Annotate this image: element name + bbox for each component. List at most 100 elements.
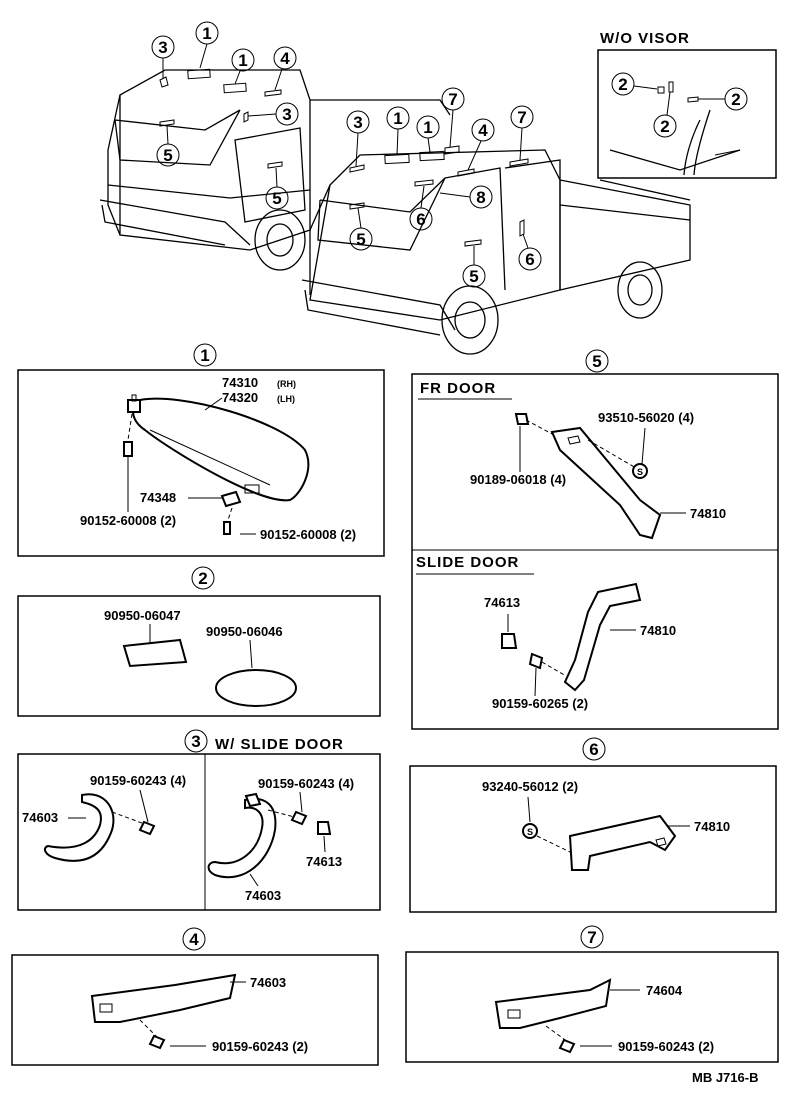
svg-text:6: 6 [525, 250, 534, 269]
svg-text:4: 4 [478, 121, 488, 140]
section-1-sun-visor: 1 74310 (RH) 74320 (LH) 74348 90152-6000… [17, 343, 385, 557]
svg-text:5: 5 [163, 146, 172, 165]
svg-text:90189-06018 (4): 90189-06018 (4) [470, 472, 566, 487]
callout-circle: 1 [231, 48, 255, 85]
section-5-door-grip: 5 FR DOOR S 93510-56020 (4) 90189-06018 … [411, 349, 779, 730]
grip-left [43, 793, 156, 862]
svg-text:8: 8 [476, 188, 485, 207]
callout-circle: 3 [247, 102, 299, 126]
label-plate-a [122, 638, 188, 668]
section-number: 6 [589, 740, 598, 759]
section-number: 4 [189, 930, 199, 949]
svg-text:90159-60243 (2): 90159-60243 (2) [618, 1039, 714, 1054]
svg-text:3: 3 [158, 38, 167, 57]
section-6-assist-grip: 6 93240-56012 (2) S 74810 [409, 737, 777, 913]
section-2-labels: 2 90950-06047 90950-06046 [17, 566, 381, 717]
svg-text:2: 2 [731, 90, 740, 109]
svg-text:S: S [637, 467, 643, 477]
grip-part [494, 978, 612, 1054]
callout-circle: 4 [467, 118, 495, 171]
callout-circle: 3 [151, 35, 175, 78]
callout-circle: 2 [611, 72, 658, 96]
grip-part [90, 973, 237, 1050]
svg-text:90950-06046: 90950-06046 [206, 624, 283, 639]
section-3-assist-grip: 3 W/ SLIDE DOOR 90159-60243 (4) 74603 90… [17, 729, 381, 911]
svg-text:3: 3 [353, 113, 362, 132]
svg-text:1: 1 [238, 51, 247, 70]
svg-text:1: 1 [393, 109, 402, 128]
svg-text:FR DOOR: FR DOOR [420, 380, 496, 397]
sun-visor-part [127, 394, 310, 502]
section-number: 2 [198, 569, 207, 588]
svg-text:2: 2 [618, 75, 627, 94]
section-7-assist-grip: 7 74604 90159-60243 (2) [405, 925, 779, 1063]
svg-text:74603: 74603 [250, 975, 286, 990]
callout-circle: 2 [698, 87, 748, 111]
svg-text:90159-60243 (4): 90159-60243 (4) [90, 773, 186, 788]
svg-text:93510-56020 (4): 93510-56020 (4) [598, 410, 694, 425]
callout-circle: 7 [441, 87, 465, 148]
callout-circle: 6 [409, 185, 433, 231]
screw-part [123, 413, 133, 512]
callout-circle: 5 [156, 125, 180, 167]
svg-text:74603: 74603 [22, 810, 58, 825]
svg-text:5: 5 [272, 189, 281, 208]
svg-text:90159-60243 (4): 90159-60243 (4) [258, 776, 354, 791]
callout-circle: 5 [462, 246, 486, 288]
svg-text:74604: 74604 [646, 983, 683, 998]
callout-circle: 3 [346, 110, 370, 167]
callout-circle: 5 [349, 207, 373, 251]
section-number: 7 [587, 928, 596, 947]
slide-grip-part [501, 582, 642, 692]
svg-text:SLIDE DOOR: SLIDE DOOR [416, 554, 519, 571]
svg-text:6: 6 [416, 210, 425, 229]
section-number: 3 [191, 732, 200, 751]
svg-text:90152-60008 (2): 90152-60008 (2) [80, 513, 176, 528]
section-number: 5 [592, 352, 601, 371]
svg-text:1: 1 [423, 118, 432, 137]
svg-text:1: 1 [202, 24, 211, 43]
svg-text:74348: 74348 [140, 490, 176, 505]
svg-text:S: S [527, 827, 533, 837]
truck-single-cab [99, 68, 451, 271]
svg-text:74613: 74613 [484, 595, 520, 610]
callout-circle: 4 [273, 46, 297, 91]
holder-part [220, 490, 242, 535]
callout-circle: 6 [518, 233, 542, 271]
svg-text:5: 5 [469, 267, 478, 286]
svg-text:90950-06047: 90950-06047 [104, 608, 181, 623]
truck-double-cab [301, 145, 691, 355]
svg-text:74310: 74310 [222, 375, 258, 390]
svg-text:4: 4 [280, 49, 290, 68]
svg-text:74320: 74320 [222, 390, 258, 405]
svg-text:74810: 74810 [640, 623, 676, 638]
svg-text:74603: 74603 [245, 888, 281, 903]
callout-circle: 8 [439, 185, 493, 209]
svg-text:74613: 74613 [306, 854, 342, 869]
callout-circle: 2 [653, 91, 677, 138]
grip-part [568, 814, 677, 871]
svg-text:7: 7 [448, 90, 457, 109]
callout-circle: 5 [265, 167, 289, 210]
svg-text:93240-56012 (2): 93240-56012 (2) [482, 779, 578, 794]
svg-text:W/ SLIDE DOOR: W/ SLIDE DOOR [215, 736, 344, 753]
without-visor-inset: W/O VISOR 2 2 2 [597, 30, 777, 179]
svg-text:2: 2 [660, 117, 669, 136]
section-number: 1 [200, 346, 209, 365]
svg-text:90152-60008 (2): 90152-60008 (2) [260, 527, 356, 542]
callout-circle: 1 [195, 21, 219, 69]
svg-text:90159-60265 (2): 90159-60265 (2) [492, 696, 588, 711]
fr-grip-part: S [514, 413, 662, 540]
svg-text:(LH): (LH) [277, 394, 295, 404]
section-4-assist-grip: 4 74603 90159-60243 (2) [11, 927, 379, 1066]
callout-circle: 7 [510, 105, 534, 161]
svg-text:5: 5 [356, 230, 365, 249]
svg-text:7: 7 [517, 108, 526, 127]
svg-text:W/O VISOR: W/O VISOR [600, 30, 690, 47]
grip-right [207, 792, 332, 879]
svg-text:(RH): (RH) [277, 379, 296, 389]
overview-callouts: 1 1 3 4 3 5 5 [151, 21, 542, 288]
callout-circle: 1 [386, 106, 410, 156]
svg-text:74810: 74810 [690, 506, 726, 521]
